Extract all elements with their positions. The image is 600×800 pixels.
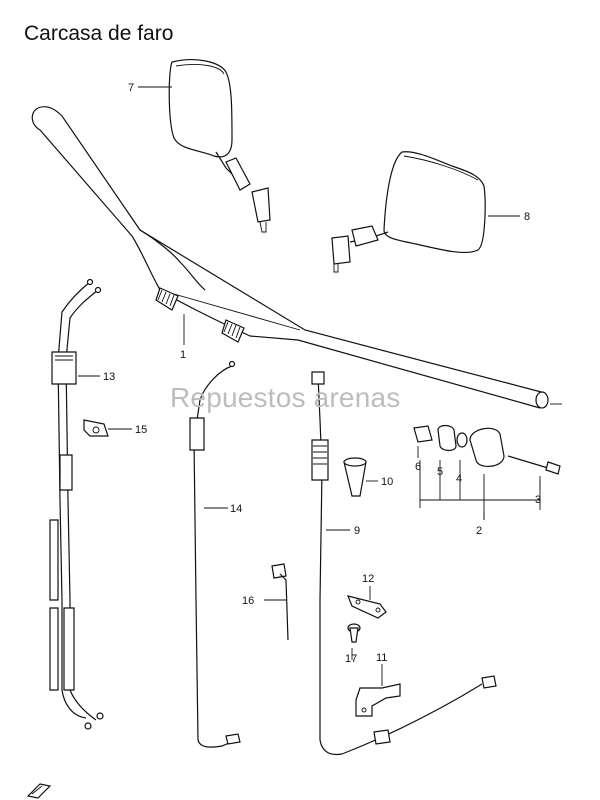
callout-7: 7	[128, 82, 134, 94]
callout-8: 8	[524, 211, 530, 223]
tie-band-16	[271, 563, 289, 641]
bracket-12	[347, 595, 387, 619]
callout-5: 5	[437, 466, 443, 478]
callout-12: 12	[362, 573, 374, 585]
brake-cable-9	[311, 371, 497, 756]
throttle-cables	[49, 278, 104, 730]
callout-15: 15	[135, 424, 147, 436]
callout-10: 10	[381, 476, 393, 488]
clutch-cable-14	[189, 360, 241, 748]
screw-17	[347, 623, 361, 643]
callout-1: 1	[180, 349, 186, 361]
callout-11: 11	[376, 652, 387, 664]
callout-9: 9	[354, 525, 360, 537]
callout-16: 16	[242, 595, 254, 607]
corner-logo	[26, 783, 52, 799]
callout-6: 6	[415, 461, 421, 473]
bar-end-weight-set	[413, 424, 561, 520]
callout-labels: 1 2 3 4 5 6 7 8 9 10 11 12 13 14 15 16 1…	[103, 82, 541, 665]
grip-end-10	[343, 457, 367, 497]
leader-lines	[78, 86, 541, 686]
mirror-left	[168, 59, 271, 233]
cable-clamp	[83, 419, 109, 437]
watermark-text: Repuestos arenas	[170, 382, 401, 413]
mirror-right	[331, 151, 486, 273]
callout-4: 4	[456, 473, 462, 485]
callout-13: 13	[103, 371, 115, 383]
handlebar	[31, 106, 562, 409]
callout-2: 2	[476, 525, 482, 537]
callout-3: 3	[535, 494, 541, 506]
bracket-11	[355, 683, 401, 717]
callout-17: 17	[345, 653, 357, 665]
callout-14: 14	[230, 503, 242, 515]
page-title: Carcasa de faro	[24, 22, 174, 45]
